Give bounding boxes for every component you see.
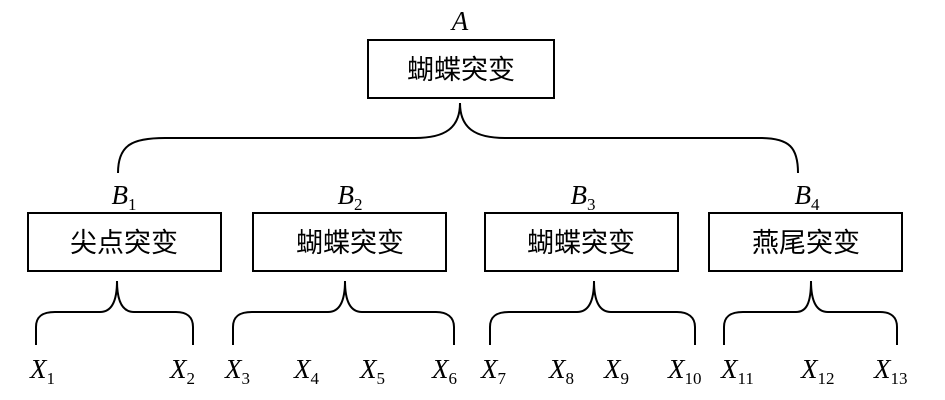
variables-b2: X3 X4 X5 X6 [224, 354, 457, 388]
variable-x11: X11 [720, 354, 754, 388]
variable-x12: X12 [800, 354, 835, 388]
variable-x7: X7 [480, 354, 507, 388]
subsystem-box-b3 [484, 212, 679, 272]
variable-x4: X4 [293, 354, 320, 388]
variable-x2: X2 [169, 354, 195, 388]
subsystem-text-b4: 燕尾突变 [752, 228, 860, 259]
variable-x6: X6 [431, 354, 457, 388]
brace-b2 [232, 280, 455, 345]
subsystem-label-b4: B4 [795, 180, 821, 214]
subsystem-node-b2: B2 蝴蝶突变 [252, 180, 447, 272]
variables-b3: X7 X8 X9 X10 [480, 354, 702, 388]
subsystem-label-b1: B1 [112, 180, 137, 214]
subsystem-box-b4 [708, 212, 903, 272]
subsystem-box-b2 [252, 212, 447, 272]
brace-b4 [723, 280, 898, 345]
variable-x1: X1 [29, 354, 55, 388]
subsystem-text-b1: 尖点突变 [70, 228, 178, 259]
subsystem-text-b3: 蝴蝶突变 [527, 228, 635, 259]
subsystem-node-b4: B4 燕尾突变 [708, 180, 903, 272]
subsystem-node-b3: B3 蝴蝶突变 [484, 180, 679, 272]
variable-x13: X13 [873, 354, 908, 388]
brace-b1 [35, 280, 194, 345]
variable-x8: X8 [548, 354, 574, 388]
subsystem-label-b2: B2 [338, 180, 363, 214]
root-brace [117, 102, 799, 174]
root-node-box [367, 39, 555, 99]
variables-b1: X1 X2 [29, 354, 195, 388]
brace-b3 [489, 280, 696, 345]
root-node-text: 蝴蝶突变 [407, 55, 515, 86]
root-node-label: A [450, 6, 469, 36]
variable-x10: X10 [667, 354, 702, 388]
variable-x3: X3 [224, 354, 250, 388]
variable-x5: X5 [359, 354, 385, 388]
subsystem-label-b3: B3 [571, 180, 596, 214]
variable-x9: X9 [603, 354, 629, 388]
subsystem-box-b1 [27, 212, 222, 272]
subsystem-text-b2: 蝴蝶突变 [296, 228, 404, 259]
variables-b4: X11 X12 X13 [720, 354, 908, 388]
root-node: A 蝴蝶突变 [367, 6, 555, 99]
subsystem-node-b1: B1 尖点突变 [27, 180, 222, 272]
